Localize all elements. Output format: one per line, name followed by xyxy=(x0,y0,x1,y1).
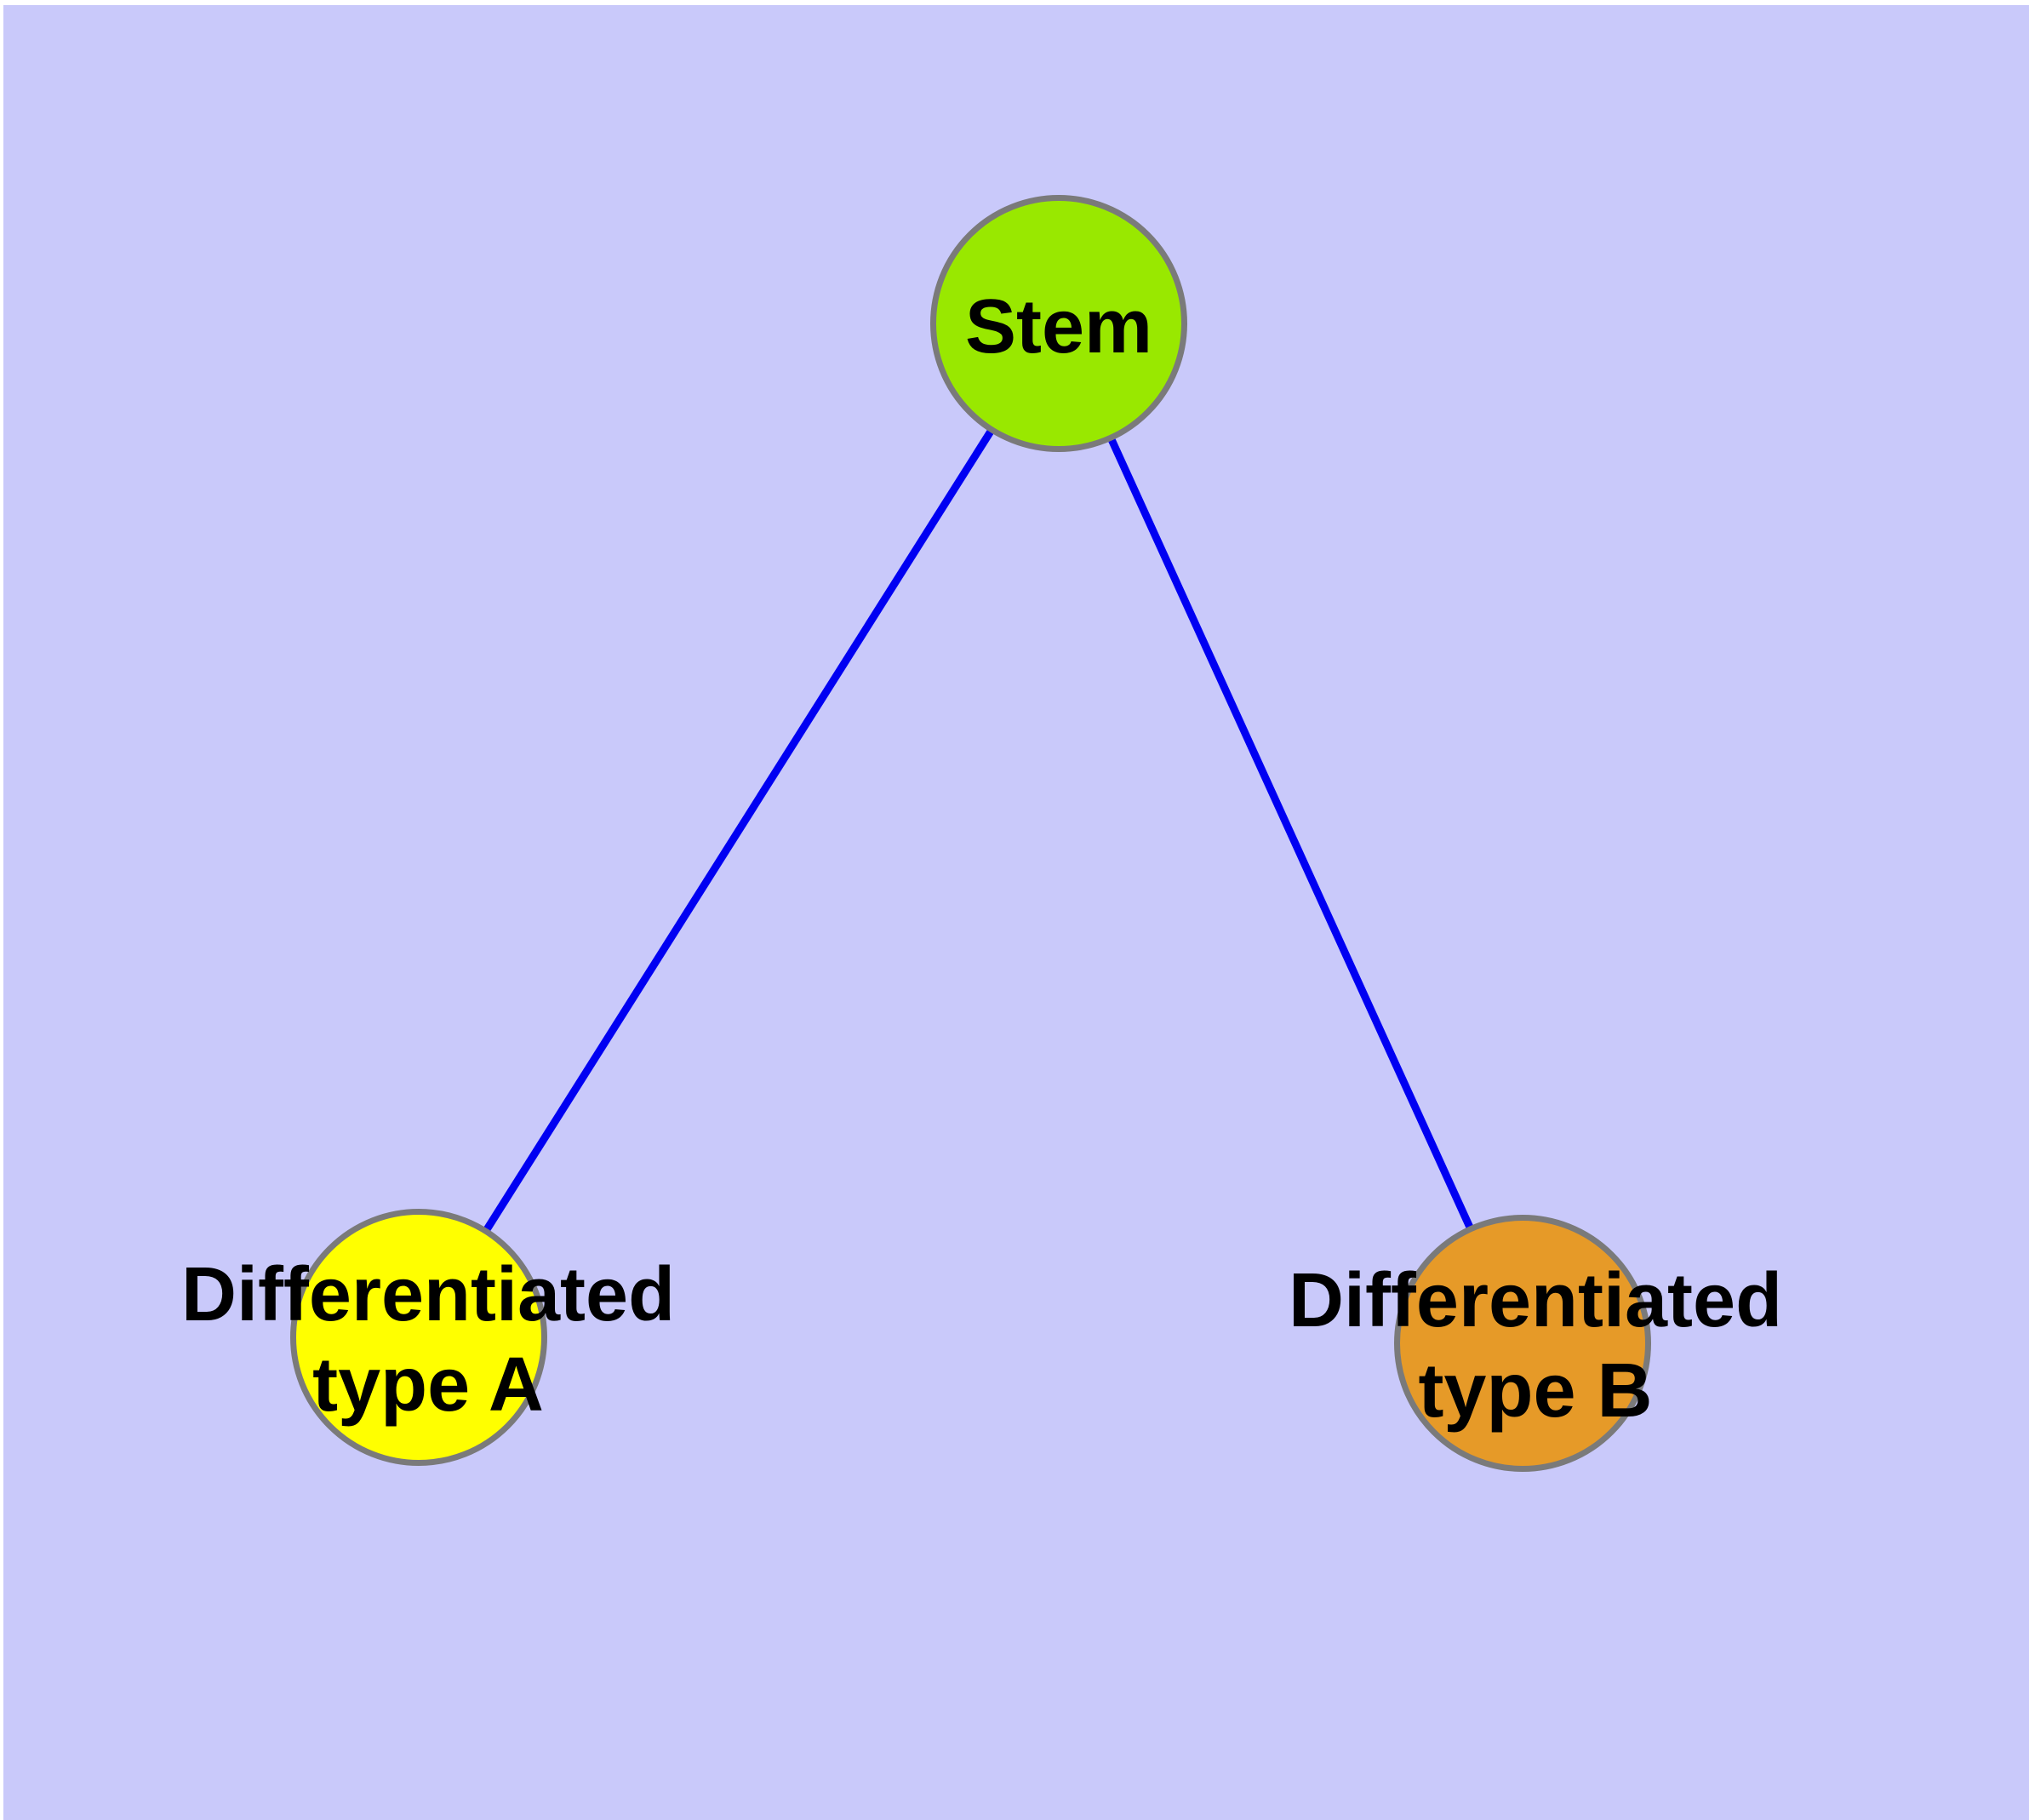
node-differentiated-type-b xyxy=(1394,1215,1651,1472)
node-type-a-label: Differentiated type A xyxy=(181,1250,675,1430)
node-type-b-label: Differentiated type B xyxy=(1289,1256,1782,1436)
diagram-canvas: Stem Differentiated type A Differentiate… xyxy=(3,5,2029,1820)
node-type-a-label-line-2: type A xyxy=(312,1342,544,1428)
edge-stem-to-type-a xyxy=(415,321,1062,1340)
node-stem-label: Stem xyxy=(965,282,1152,372)
node-stem-label-line: Stem xyxy=(964,284,1153,369)
node-stem xyxy=(930,195,1187,452)
node-type-b-label-line-2: type B xyxy=(1418,1348,1653,1434)
node-type-a-label-line-1: Differentiated xyxy=(180,1252,676,1337)
node-differentiated-type-a xyxy=(290,1209,547,1466)
edge-layer xyxy=(415,321,1527,1345)
edge-stem-to-type-b xyxy=(1055,322,1527,1345)
node-type-b-label-line-1: Differentiated xyxy=(1288,1258,1783,1343)
